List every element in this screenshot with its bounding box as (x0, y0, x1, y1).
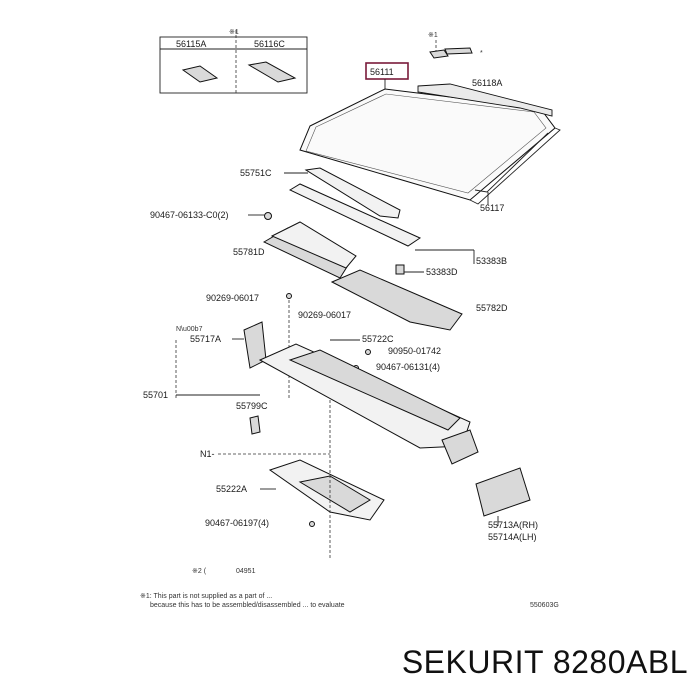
label-56116C: 56116C (254, 39, 285, 49)
label-56115A: 56115A (176, 39, 206, 49)
label-55722C: 55722C (362, 334, 394, 344)
cowl-lower-inner-shape (298, 475, 371, 513)
footnote-line-1: ※1: This part is not supplied as a part … (140, 593, 272, 600)
label-55717A: 55717A (190, 334, 221, 344)
clip-90467-06197-shape (309, 521, 315, 527)
label-90269-06017-a: 90269-06017 (206, 293, 259, 303)
cowl-louver-55782D-shape (330, 269, 463, 331)
label-55781D: 55781D (233, 247, 265, 257)
label-90269-06017-b: 90269-06017 (298, 310, 351, 320)
label-N1: N1- (200, 449, 215, 459)
label-56117: 56117 (480, 203, 504, 213)
clip-bar-shape (444, 47, 473, 55)
label-small-ref-a: ※2 ( (192, 568, 207, 575)
drawing-number: 550603G (530, 602, 559, 609)
label-53383B: 53383B (476, 256, 507, 266)
label-star-note-2: ※1 (428, 32, 438, 39)
label-56118A: 56118A (472, 78, 502, 88)
clip-part-shape (429, 49, 449, 59)
label-star-note-1: ※1 (229, 29, 239, 36)
cowl-panel-ridge-shape (288, 349, 461, 431)
molding-56118A-shape (417, 83, 553, 117)
cowl-seal-55799C-shape (249, 415, 261, 435)
clip-detail-box: 56115A 56116C ※1 (159, 29, 308, 94)
clip-90269-a-shape (286, 293, 292, 299)
cowl-panel-shape (288, 183, 422, 247)
cowl-end-bracket-shape (441, 429, 479, 465)
label-small-ref-b: 04951 (236, 568, 256, 575)
label-55701: 55701 (143, 390, 168, 400)
label-56111: 56111 (370, 67, 394, 77)
cowl-top-55751C-shape (304, 167, 401, 219)
label-55782D: 55782D (476, 303, 508, 313)
label-90467-06133: 90467-06133-C0(2) (150, 210, 229, 220)
top-clip-group: ※1 * (428, 32, 483, 59)
clip-56115A-shape (181, 65, 219, 83)
bracket-55713A-shape (475, 467, 531, 517)
label-90467-06131: 90467-06131(4) (376, 362, 440, 372)
label-55713A: 55713A(RH) (488, 520, 538, 530)
windshield-glass (299, 88, 561, 205)
clip-90467-06133-shape (264, 212, 272, 220)
label-90467-06197: 90467-06197(4) (205, 518, 269, 528)
cowl-louver-inner-shape (270, 221, 357, 269)
label-55714A: 55714A(LH) (488, 532, 537, 542)
clip-90950-shape (365, 349, 371, 355)
label-53383D: 53383D (426, 267, 458, 277)
label-55222A: 55222A (216, 484, 247, 494)
label-90950-01742: 90950-01742 (388, 346, 441, 356)
clip-56116C-shape (247, 61, 297, 83)
label-55751C: 55751C (240, 168, 272, 178)
small-star-mark: * (480, 50, 483, 57)
footnote-line-2: because this has to be assembled/disasse… (150, 602, 345, 609)
clip-53383-shape (395, 264, 405, 275)
small-n-mark: N\u00b7 (176, 326, 203, 333)
highlight-box-56111 (365, 62, 409, 80)
label-55799C: 55799C (236, 401, 268, 411)
brand-watermark: SEKURIT 8280ABL (401, 644, 688, 680)
